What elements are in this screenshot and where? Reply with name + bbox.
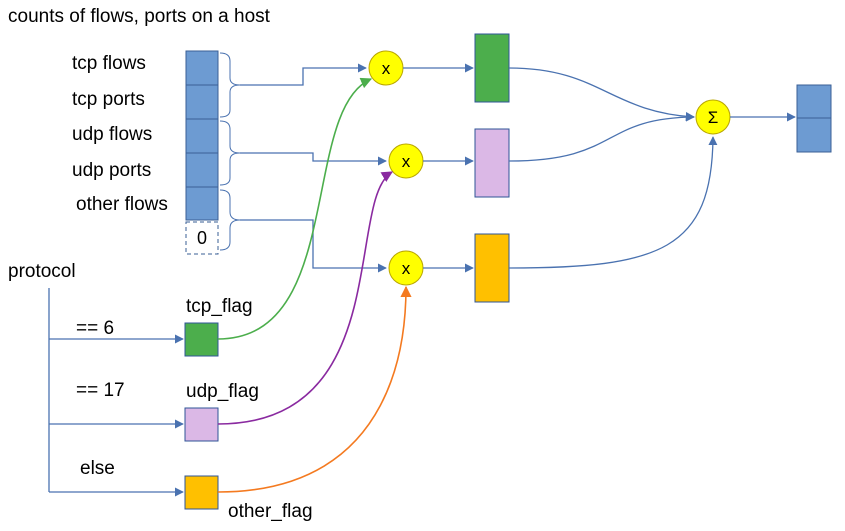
- condition-tcp: == 6: [76, 318, 114, 339]
- brace-other: [219, 189, 241, 251]
- row-label-udp-flows: udp flows: [72, 124, 152, 145]
- cell-udp-flows: [185, 118, 219, 154]
- row-label-tcp-ports: tcp ports: [72, 89, 145, 110]
- row-label-other-flows: other flows: [76, 194, 168, 215]
- curve-tcp-to-sum: [508, 67, 695, 122]
- multiply-node-other: x: [388, 250, 424, 286]
- row-label-tcp-flows: tcp flows: [72, 53, 146, 74]
- weighted-other-box: [474, 233, 510, 303]
- weighted-udp-box: [474, 128, 510, 198]
- output-vector: [796, 84, 832, 153]
- curve-other-to-sum: [508, 136, 718, 269]
- condition-else: else: [80, 458, 115, 479]
- sum-node: Σ: [695, 99, 731, 135]
- tcp-flag-box: [184, 322, 219, 357]
- curve-udp-to-sum: [508, 112, 695, 162]
- brace-tcp: [219, 52, 241, 118]
- cell-tcp-ports: [185, 84, 219, 120]
- output-cell-bottom: [796, 117, 832, 153]
- curve-udp-flag: [217, 171, 393, 425]
- other-flag-box: [184, 475, 219, 510]
- cell-udp-ports: [185, 152, 219, 188]
- line-tcp-to-mult: [240, 63, 367, 86]
- cell-zero-pad: [185, 221, 219, 255]
- line-other-to-mult: [240, 219, 387, 273]
- curve-tcp-flag: [217, 77, 373, 340]
- cell-other-flows: [185, 186, 219, 221]
- multiply-symbol: x: [402, 259, 411, 278]
- brace-udp: [219, 120, 241, 186]
- udp-flag-box: [184, 407, 219, 442]
- multiply-node-udp: x: [388, 143, 424, 179]
- multiply-symbol: x: [382, 59, 391, 78]
- curve-other-flag: [217, 285, 412, 493]
- flag-label-other: other_flag: [228, 501, 313, 522]
- flag-label-udp: udp_flag: [186, 381, 259, 402]
- cell-tcp-flows: [185, 50, 219, 86]
- multiply-node-tcp: x: [368, 50, 404, 86]
- flag-label-tcp: tcp_flag: [186, 296, 253, 317]
- output-cell-top: [796, 84, 832, 119]
- multiply-symbol: x: [402, 152, 411, 171]
- pad-value: 0: [197, 228, 207, 248]
- protocol-label: protocol: [8, 261, 76, 282]
- weighted-tcp-box: [474, 33, 510, 103]
- diagram-title: counts of flows, ports on a host: [8, 6, 271, 27]
- line-udp-to-mult: [240, 152, 387, 166]
- condition-udp: == 17: [76, 380, 125, 401]
- input-vector: 0: [185, 50, 219, 255]
- sum-symbol: Σ: [708, 108, 719, 127]
- row-label-udp-ports: udp ports: [72, 160, 151, 181]
